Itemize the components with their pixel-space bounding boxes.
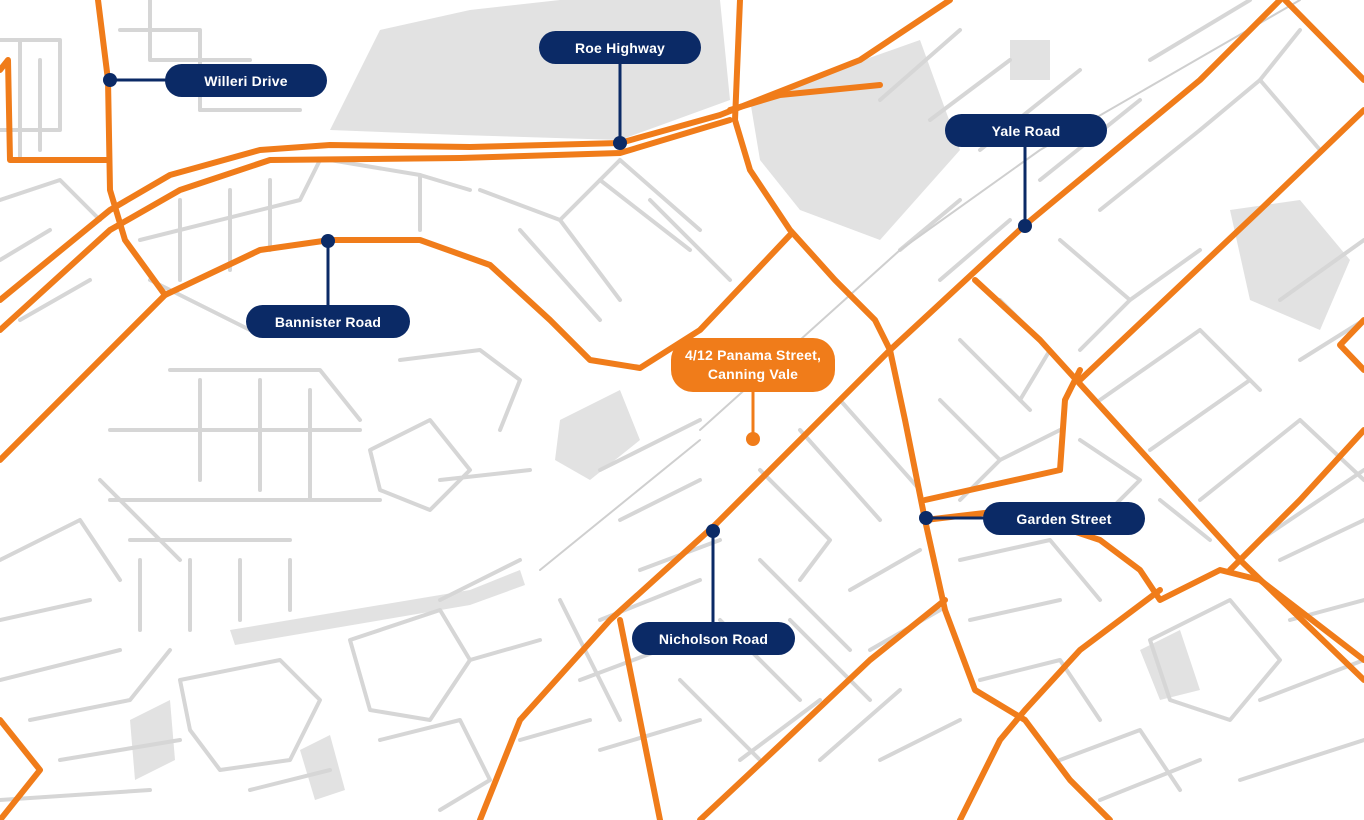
- label-willeri-drive: Willeri Drive: [165, 64, 327, 97]
- road-nicholson: [477, 347, 893, 820]
- site-address-line1: 4/12 Panama Street,: [684, 347, 822, 363]
- road-roe: [0, 0, 953, 303]
- pin-bannister: [321, 234, 335, 248]
- label-bannister-road: Bannister Road: [246, 305, 410, 338]
- label-roe-highway: Roe Highway: [539, 31, 701, 64]
- pin-site: [746, 432, 760, 446]
- label-garden-street: Garden Street: [983, 502, 1145, 535]
- park-areas: [130, 0, 1350, 800]
- pin-nicholson: [706, 524, 720, 538]
- road-yale: [887, 0, 1283, 353]
- pins: [103, 62, 1032, 622]
- pin-roe: [613, 136, 627, 150]
- pin-willeri: [103, 73, 117, 87]
- site-address-line2: Canning Vale: [707, 366, 799, 382]
- pin-yale: [1018, 219, 1032, 233]
- road-willeri: [95, 0, 168, 298]
- road-bannister: [162, 232, 793, 371]
- label-site-address: 4/12 Panama Street, Canning Vale: [671, 338, 835, 392]
- pin-garden: [919, 511, 933, 525]
- label-yale-road: Yale Road: [945, 114, 1107, 147]
- label-nicholson-road: Nicholson Road: [632, 622, 795, 655]
- road-garden: [887, 347, 1113, 820]
